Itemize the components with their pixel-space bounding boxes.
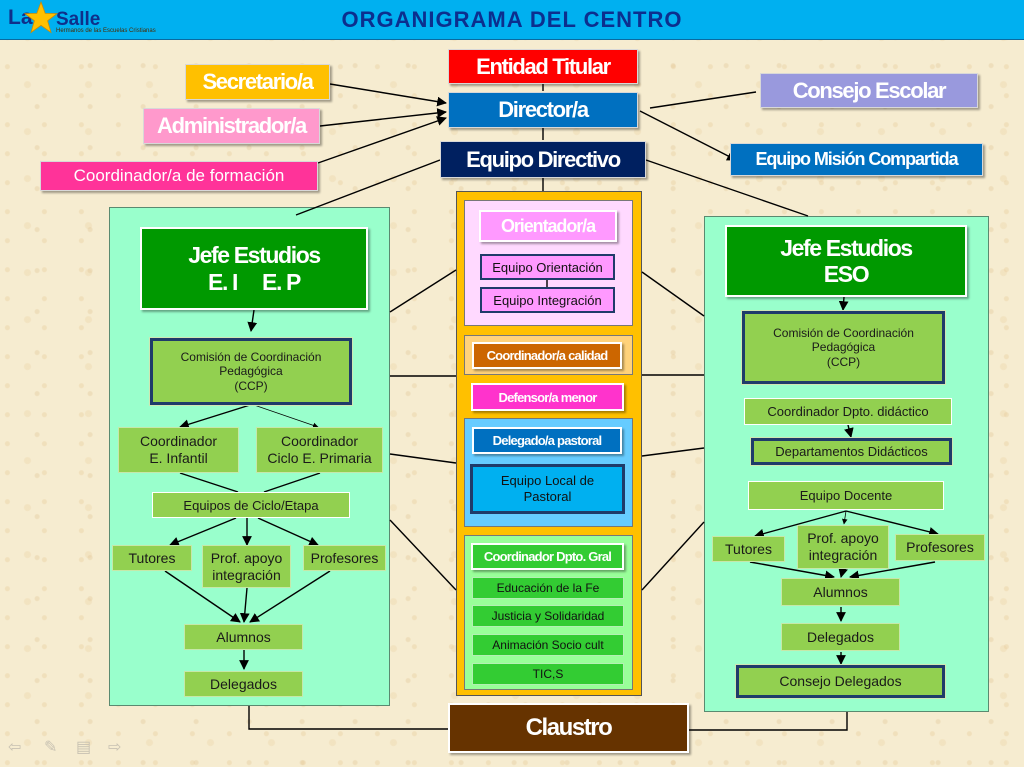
delegado-pastoral-box: Delegado/a pastoral <box>472 427 622 454</box>
coord-primaria-line1: Coordinador <box>280 433 359 450</box>
coordinador-dpto-gral-box: Coordinador Dpto. Gral <box>471 543 624 570</box>
equipo-mision-compartida-box: Equipo Misión Compartida <box>730 143 983 176</box>
orientador-box: Orientador/a <box>479 210 617 242</box>
tutores-right-box: Tutores <box>712 536 785 562</box>
star-logo-icon <box>24 1 58 34</box>
page-title: ORGANIGRAMA DEL CENTRO <box>341 7 683 32</box>
ccp-right-line3: (CCP) <box>826 354 861 369</box>
educacion-fe-item: Educación de la Fe <box>472 577 624 599</box>
prof-apoyo-right-line1: Prof. apoyo <box>807 530 879 547</box>
coord-infantil-line2: E. Infantil <box>149 450 208 466</box>
header-bar <box>0 0 1024 40</box>
ccp-left-line2: Pedagógica <box>219 364 283 379</box>
alumnos-right-box: Alumnos <box>781 578 900 606</box>
departamentos-didacticos-box: Departamentos Didácticos <box>750 437 953 466</box>
ccp-right-box: Comisión de Coordinación Pedagógica (CCP… <box>741 310 946 385</box>
equipo-local-pastoral-box: Equipo Local de Pastoral <box>470 464 625 514</box>
claustro-box: Claustro <box>448 703 689 753</box>
jefe-estudios-ei-ep-box: Jefe Estudios E. I E. P <box>140 227 368 310</box>
jefe-eso-line1: Jefe Estudios <box>780 234 913 261</box>
prof-apoyo-left-line2: integración <box>212 566 281 583</box>
jefe-estudios-eso-box: Jefe Estudios ESO <box>725 225 967 297</box>
tutores-left-box: Tutores <box>112 545 192 571</box>
jefe-ei-ep-line2: E. I E. P <box>208 268 301 295</box>
coordinador-dpto-didactico-box: Coordinador Dpto. didáctico <box>744 398 952 425</box>
animacion-socio-cult-item: Animación Socio cult <box>472 634 624 656</box>
prof-apoyo-right-line2: integración <box>808 547 878 563</box>
coord-primaria-line2: Ciclo E. Primaria <box>267 450 372 466</box>
ccp-left-box: Comisión de Coordinación Pedagógica (CCP… <box>149 337 353 406</box>
delegados-left-box: Delegados <box>184 671 303 697</box>
menu-icon[interactable]: ▤ <box>76 739 92 756</box>
jefe-eso-line2: ESO <box>823 261 870 287</box>
coordinador-primaria-box: Coordinador Ciclo E. Primaria <box>256 427 383 473</box>
coordinador-calidad-box: Coordinador/a calidad <box>472 342 622 369</box>
jefe-ei-ep-line1: Jefe Estudios <box>188 242 321 269</box>
ccp-right-line2: Pedagógica <box>811 340 876 355</box>
equipo-integracion-box: Equipo Integración <box>480 287 615 313</box>
prof-apoyo-left-line1: Prof. apoyo <box>210 549 283 566</box>
ccp-left-line1: Comisión de Coordinación <box>180 349 322 364</box>
tics-item: TIC,S <box>472 663 624 685</box>
profesores-right-box: Profesores <box>895 534 985 561</box>
logo-la-text: La <box>8 6 33 29</box>
delegados-right-box: Delegados <box>781 623 900 651</box>
equipo-docente-box: Equipo Docente <box>748 481 944 510</box>
equipo-orientacion-box: Equipo Orientación <box>480 254 615 280</box>
director-box: Director/a <box>448 92 638 128</box>
profesores-left-box: Profesores <box>303 545 386 571</box>
alumnos-left-box: Alumnos <box>184 624 303 650</box>
entidad-titular-box: Entidad Titular <box>448 49 638 84</box>
back-arrow-icon[interactable]: ⇦ <box>8 739 22 756</box>
coord-infantil-line1: Coordinador <box>139 433 218 450</box>
administrador-box: Administrador/a <box>143 108 320 144</box>
eq-local-line1: Equipo Local de <box>500 472 595 488</box>
pen-icon[interactable]: ✎ <box>44 739 58 756</box>
consejo-escolar-box: Consejo Escolar <box>760 73 978 108</box>
eq-local-line2: Pastoral <box>523 489 572 504</box>
equipos-ciclo-etapa-box: Equipos de Ciclo/Etapa <box>152 492 350 518</box>
ccp-right-line1: Comisión de Coordinación <box>773 325 914 340</box>
equipo-directivo-box: Equipo Directivo <box>440 141 646 178</box>
justicia-solidaridad-item: Justicia y Solidaridad <box>472 605 624 627</box>
defensor-menor-box: Defensor/a menor <box>471 383 624 411</box>
coordinador-infantil-box: Coordinador E. Infantil <box>118 427 239 473</box>
coordinador-formacion-box: Coordinador/a de formación <box>40 161 318 191</box>
secretario-box: Secretario/a <box>185 64 330 100</box>
logo-subtitle: Hermanos de las Escuelas Cristianas <box>56 28 156 34</box>
consejo-delegados-box: Consejo Delegados <box>735 664 946 699</box>
logo-salle-text: Salle <box>56 9 101 30</box>
prof-apoyo-right-box: Prof. apoyo integración <box>797 525 889 569</box>
prof-apoyo-left-box: Prof. apoyo integración <box>202 545 291 588</box>
ccp-left-line3: (CCP) <box>234 378 268 393</box>
forward-arrow-icon[interactable]: ⇨ <box>108 739 122 756</box>
